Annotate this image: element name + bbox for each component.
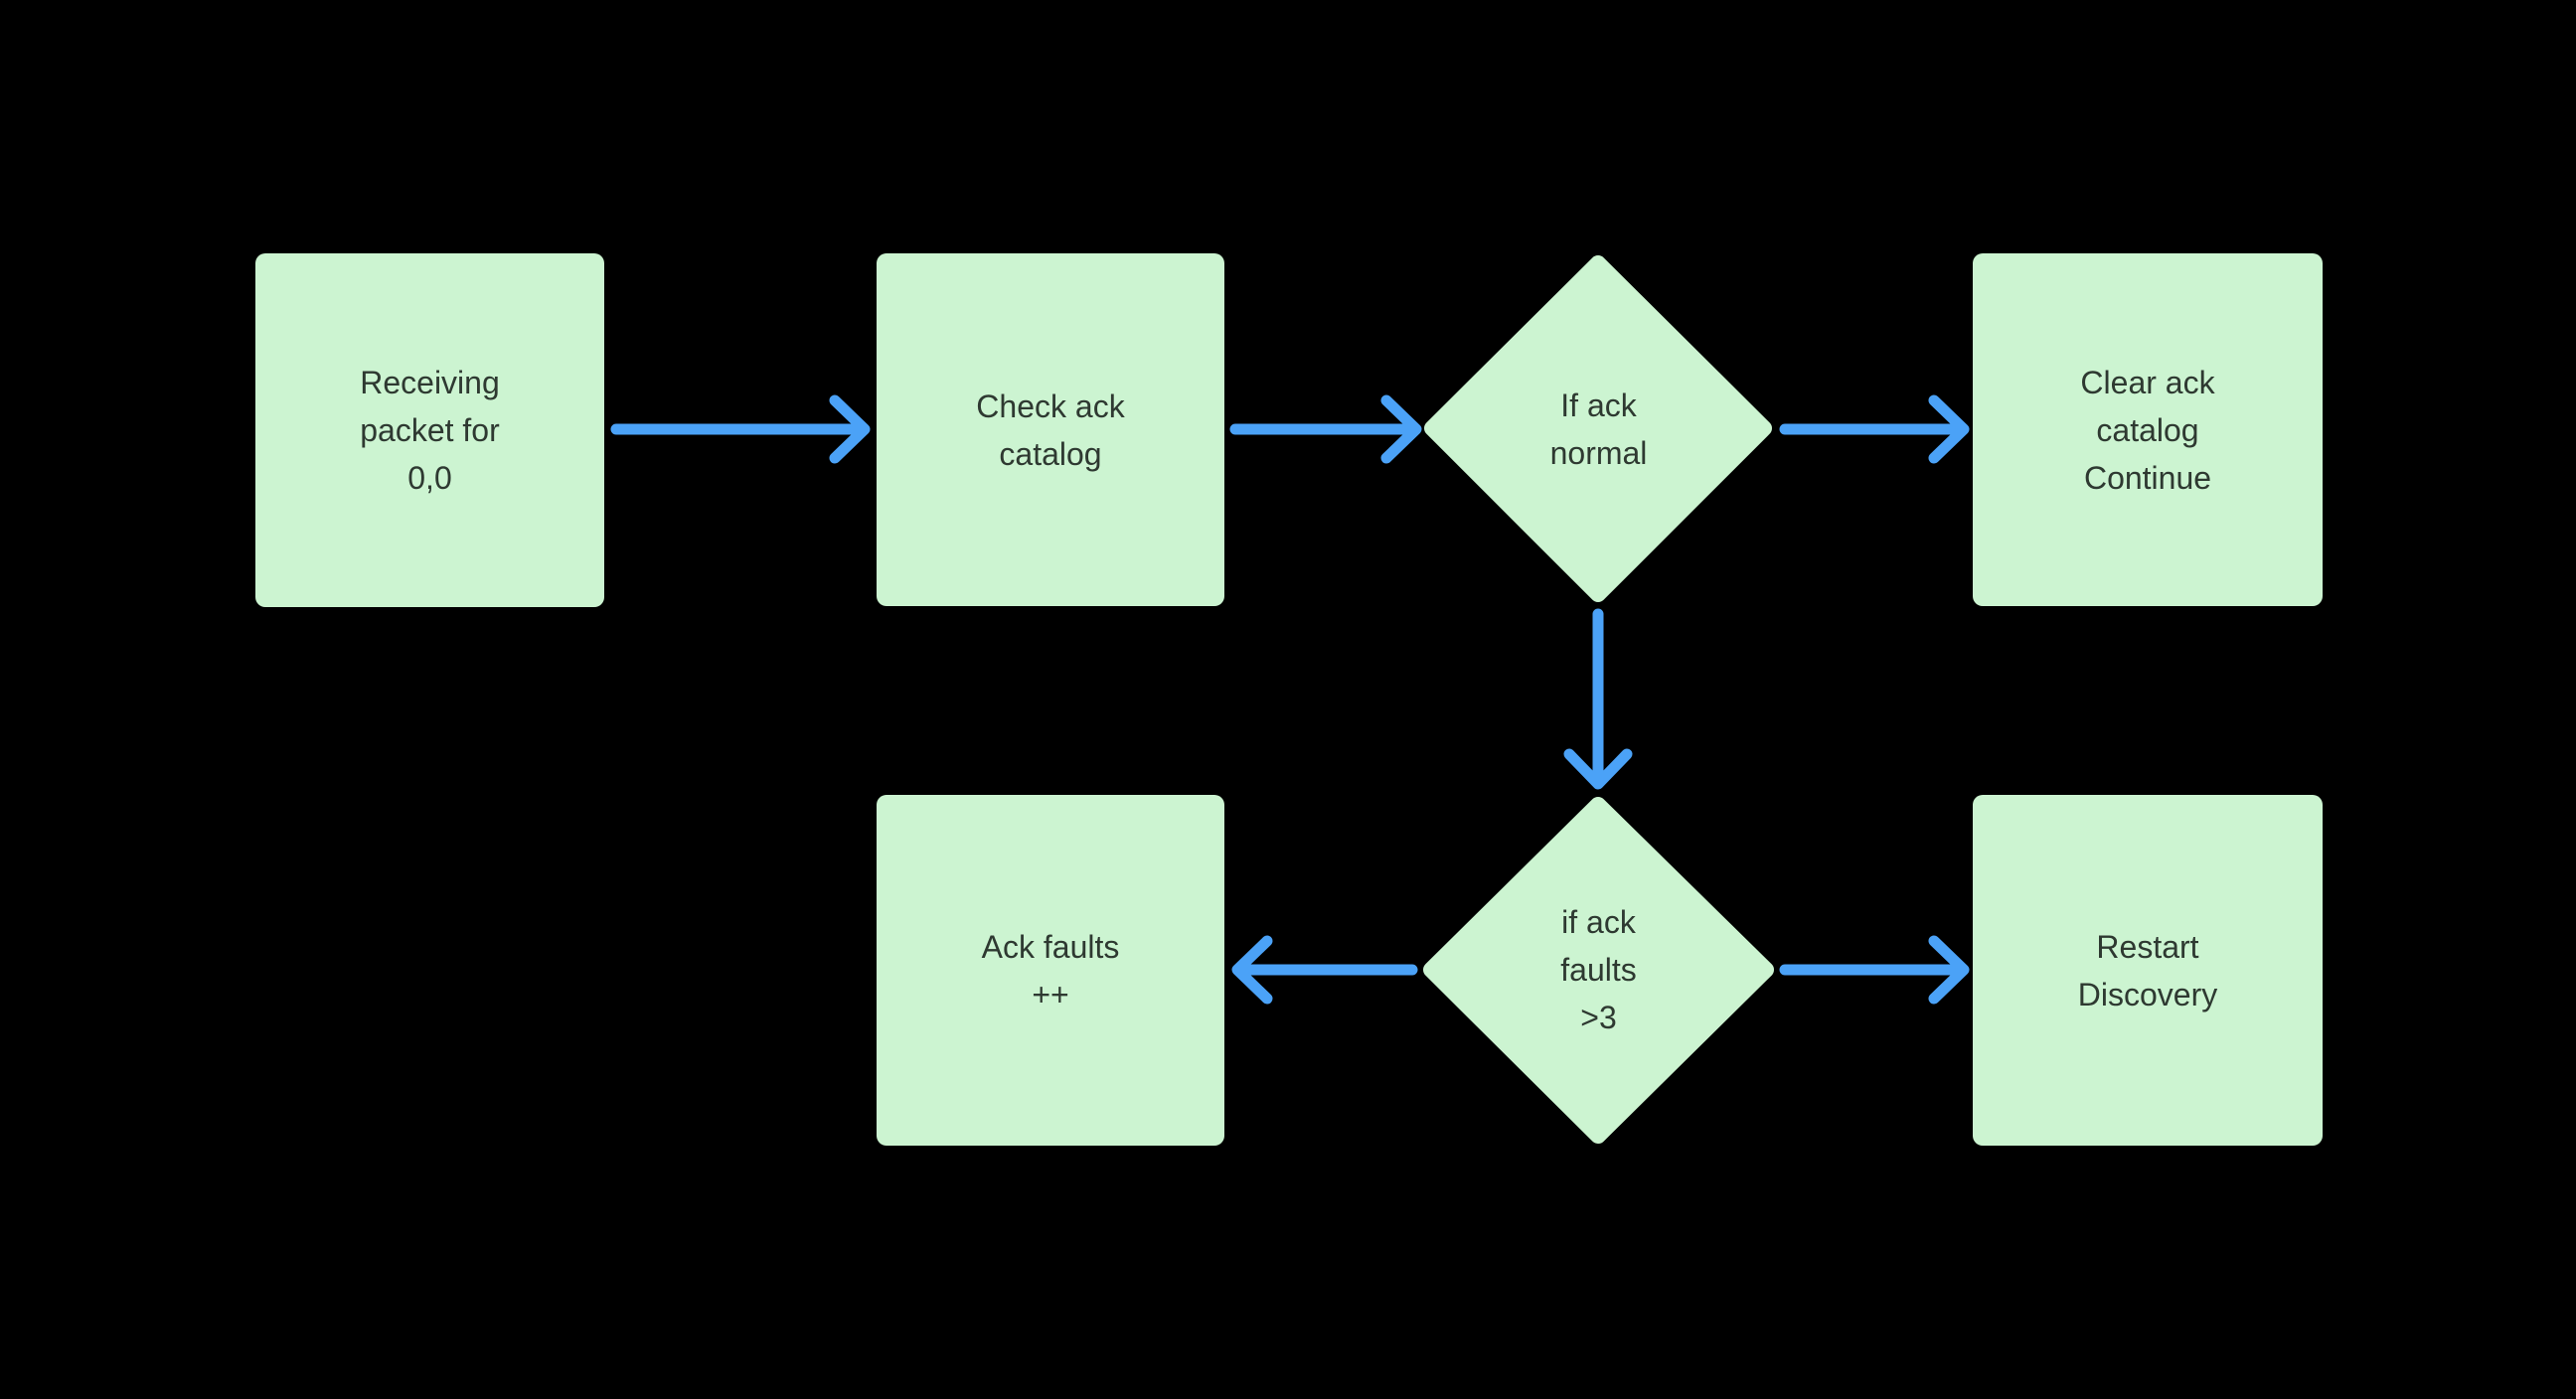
node-shape-clear-ack-catalog-continue[interactable]	[1973, 253, 2323, 606]
edge-arrowhead	[1231, 935, 1273, 1005]
edge-arrowhead	[1928, 935, 1970, 1005]
node-shape-check-ack-catalog[interactable]	[877, 253, 1224, 606]
edge-arrow-receiving-to-check[interactable]	[610, 394, 871, 464]
node-shape-receiving-packet[interactable]	[255, 253, 604, 607]
edge-arrow-ifnormal-to-clear[interactable]	[1779, 394, 1970, 464]
edge-arrow-check-to-ifnormal[interactable]	[1229, 394, 1422, 464]
edge-arrowhead	[1380, 394, 1422, 464]
edge-arrow-iffaults-to-ackfaults[interactable]	[1231, 935, 1418, 1005]
edge-arrowhead	[1928, 394, 1970, 464]
edge-arrowhead	[1563, 748, 1633, 790]
edge-arrow-iffaults-to-restart[interactable]	[1779, 935, 1970, 1005]
edge-arrowhead	[829, 394, 871, 464]
edge-arrow-ifnormal-to-iffaults[interactable]	[1563, 608, 1633, 790]
node-shape-if-ack-normal[interactable]	[1424, 255, 1772, 602]
node-shape-if-ack-faults-gt-3[interactable]	[1423, 797, 1774, 1144]
node-shape-restart-discovery[interactable]	[1973, 795, 2323, 1146]
node-shape-ack-faults-increment[interactable]	[877, 795, 1224, 1146]
